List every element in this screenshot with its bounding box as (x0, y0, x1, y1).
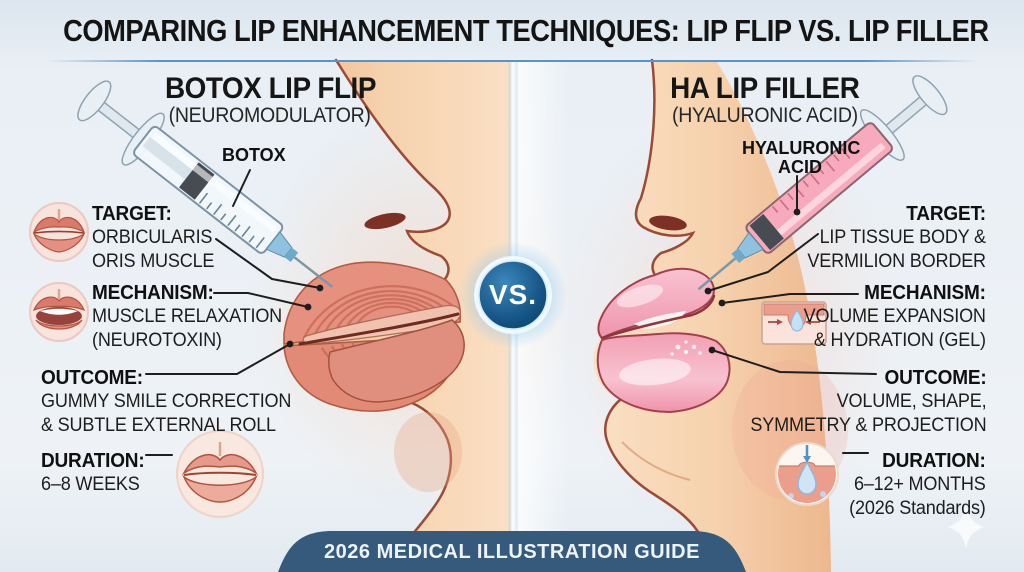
right-mouth-line (600, 294, 716, 340)
left-outcome-label: OUTCOME: (41, 367, 143, 389)
right-nose-outline (634, 58, 696, 277)
right-target-section: TARGET: LIP TISSUE BODY & VERMILION BORD… (807, 202, 987, 274)
left-target-line (215, 238, 321, 289)
right-duration-label: DURATION: (882, 450, 987, 472)
page-title: COMPARING LIP ENHANCEMENT TECHNIQUES: LI… (63, 13, 989, 48)
left-mouth-line (298, 312, 460, 346)
left-nose-outline (334, 58, 451, 281)
left-chin-shading (394, 412, 462, 492)
right-mechanism-label: MECHANISM: (864, 282, 986, 304)
left-outcome-line-2: & SUBTLE EXTERNAL ROLL (41, 415, 276, 436)
right-mechanism-section: MECHANISM: VOLUME EXPANSION & HYDRATION … (804, 281, 986, 353)
right-column-subheading: (HYALURONIC ACID) (672, 104, 858, 127)
right-target-line-2: VERMILION BORDER (807, 251, 987, 272)
left-nostril (364, 212, 406, 230)
left-duration-section: DURATION: 6–8 WEEKS (41, 449, 145, 497)
lower-lip-gloss (619, 358, 691, 386)
right-outcome-label: OUTCOME: (884, 367, 986, 389)
chin-crease (621, 441, 691, 481)
hyaluronic-acid-callout-label: HYALURONIC ACID (742, 138, 861, 177)
left-duration-line-1: 6–8 WEEKS (41, 474, 140, 495)
right-target-line-1: LIP TISSUE BODY & (819, 227, 987, 248)
lips-closed-icon (29, 202, 89, 262)
vs-badge (459, 241, 567, 349)
droplet-absorption-icon (775, 442, 839, 506)
left-outcome-line-1: GUMMY SMILE CORRECTION (41, 391, 292, 412)
right-duration-line-1: 6–12+ MONTHS (854, 474, 986, 495)
left-outcome-line (145, 343, 291, 375)
connector-dots (286, 208, 801, 354)
right-target-label: TARGET: (906, 203, 986, 225)
plunger-thumb-rest (77, 80, 112, 122)
plunger-thumb-rest (912, 75, 948, 116)
lower-lip-speckles (670, 340, 702, 356)
right-target-line (707, 233, 819, 292)
left-mechanism-line-1: MUSCLE RELAXATION (92, 306, 283, 327)
left-column-heading: BOTOX LIP FLIP (164, 72, 376, 105)
left-mechanism-section: MECHANISM: MUSCLE RELAXATION (NEUROTOXIN… (92, 281, 282, 353)
left-target-line-1: ORBICULARIS (92, 227, 213, 248)
left-duration-label: DURATION: (41, 450, 145, 472)
left-column-subheading: (NEUROMODULATOR) (168, 104, 372, 127)
left-outcome-section: OUTCOME: GUMMY SMILE CORRECTION & SUBTLE… (41, 366, 291, 438)
right-mechanism-line (721, 293, 859, 304)
right-syringe (697, 75, 948, 291)
needle (293, 256, 334, 288)
botox-callout-label: BOTOX (222, 145, 286, 165)
barrel-graduations (771, 147, 851, 213)
botox-callout-line (232, 169, 251, 207)
gel-cross-section-icon (761, 301, 827, 345)
right-duration-section: DURATION: 6–12+ MONTHS (2026 Standards) (849, 449, 987, 521)
left-target-label: TARGET: (92, 203, 172, 225)
lips-open-icon (29, 282, 89, 342)
left-lower-vermilion (327, 319, 465, 403)
footer-banner-shape (278, 531, 746, 572)
right-duration-line-2: (2026 Standards) (849, 498, 987, 519)
right-outcome-line (711, 349, 877, 375)
left-syringe (77, 80, 334, 288)
lips-full-icon (176, 430, 264, 518)
right-outcome-line-2: SYMMETRY & PROJECTION (749, 415, 986, 436)
plunger-stopper (749, 214, 784, 251)
ha-callout-line: HYALURONIC (742, 138, 861, 158)
left-face-illustration (283, 58, 513, 572)
left-mechanism-line-2: (NEUROTOXIN) (92, 330, 222, 351)
right-nostril (649, 215, 687, 231)
sparkle-icon (948, 505, 984, 549)
right-mechanism-line-2: & HYDRATION (GEL) (814, 330, 986, 351)
connector-lines (145, 169, 877, 456)
left-target-line-2: ORIS MUSCLE (92, 251, 215, 272)
right-face-illustration (593, 58, 848, 572)
upper-lip-gloss (617, 284, 663, 308)
left-mechanism-line (213, 292, 309, 308)
left-mechanism-label: MECHANISM: (92, 282, 214, 304)
right-outcome-section: OUTCOME: VOLUME, SHAPE, SYMMETRY & PROJE… (750, 366, 986, 438)
footer-banner-label: 2026 MEDICAL ILLUSTRATION GUIDE (324, 541, 700, 563)
right-outcome-line-1: VOLUME, SHAPE, (836, 391, 986, 412)
ha-callout-line: ACID (778, 157, 822, 177)
vs-badge-label: VS. (488, 279, 538, 310)
right-face-skin (593, 60, 831, 572)
left-target-section: TARGET: ORBICULARIS ORIS MUSCLE (92, 202, 214, 274)
right-column-heading: HA LIP FILLER (670, 72, 860, 105)
right-mechanism-line-1: VOLUME EXPANSION (803, 306, 986, 327)
title-divider-rule (48, 60, 976, 62)
needle (697, 257, 737, 291)
needle-hub (265, 231, 293, 258)
barrel-graduations (198, 192, 265, 249)
